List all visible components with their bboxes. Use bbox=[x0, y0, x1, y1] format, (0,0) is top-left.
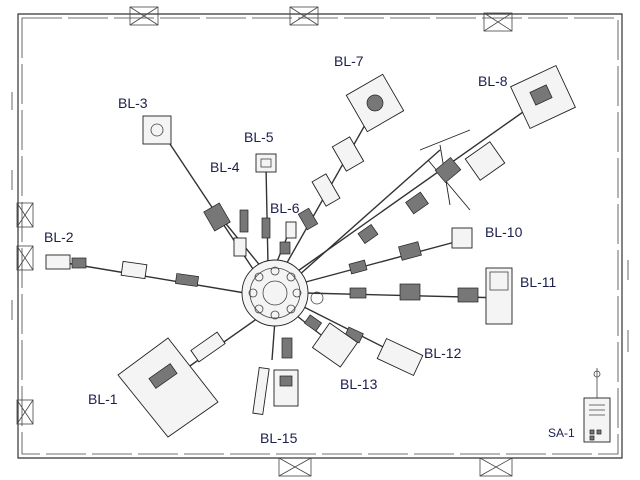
label-bl-2: BL-2 bbox=[44, 229, 74, 245]
label-bl-11: BL-11 bbox=[520, 274, 557, 290]
bl-6-equipment bbox=[279, 221, 297, 255]
storage-ring bbox=[241, 259, 324, 327]
bl-11-equipment bbox=[349, 267, 513, 325]
label-bl-12: BL-12 bbox=[424, 345, 462, 361]
column-left-lower bbox=[16, 399, 34, 425]
beamline-equipment bbox=[45, 64, 576, 438]
label-bl-5: BL-5 bbox=[244, 129, 274, 145]
beam-bl-9 bbox=[297, 149, 441, 277]
bl-2-equipment bbox=[45, 254, 199, 287]
column-bottom-right bbox=[479, 457, 513, 477]
column-top-mid bbox=[289, 6, 319, 26]
label-bl-13: BL-13 bbox=[340, 376, 378, 392]
column-top-right bbox=[483, 12, 513, 32]
column-left-mid bbox=[16, 245, 34, 271]
column-left-upper bbox=[16, 202, 34, 228]
label-bl-15: BL-15 bbox=[260, 430, 298, 446]
beam-bl-8 bbox=[294, 99, 541, 274]
label-sa-1: SA-1 bbox=[548, 426, 575, 440]
label-bl-6: BL-6 bbox=[270, 200, 300, 216]
building-wall bbox=[11, 13, 629, 459]
label-bl-10: BL-10 bbox=[485, 224, 523, 240]
sa-1-station bbox=[583, 368, 611, 443]
bl-3-equipment bbox=[142, 115, 231, 232]
beam-bl-10 bbox=[301, 237, 471, 284]
bl-4-equipment bbox=[233, 209, 249, 257]
column-bottom-mid bbox=[278, 457, 312, 477]
bl-8-equipment bbox=[357, 64, 576, 244]
bl-1-hutch bbox=[117, 331, 226, 438]
beam-bl-5 bbox=[265, 165, 269, 266]
bl-13-equipment bbox=[303, 314, 359, 368]
label-bl-3: BL-3 bbox=[118, 95, 148, 111]
label-bl-8: BL-8 bbox=[478, 73, 508, 89]
column-markers bbox=[16, 6, 513, 477]
label-bl-4: BL-4 bbox=[210, 159, 240, 175]
label-bl-1: BL-1 bbox=[88, 391, 118, 407]
beamline-labels: BL-1 BL-2 BL-3 BL-4 BL-5 BL-6 BL-7 BL-8 … bbox=[44, 53, 575, 446]
beam-bl-15 bbox=[271, 319, 276, 361]
bl-9-equipment bbox=[419, 129, 471, 211]
beam-bl-2 bbox=[59, 261, 246, 294]
bl-15-equipment bbox=[252, 337, 299, 415]
bl-12-equipment bbox=[344, 326, 424, 377]
bl-7-equipment bbox=[297, 73, 405, 231]
bl-5-equipment bbox=[255, 153, 277, 239]
label-bl-7: BL-7 bbox=[334, 53, 364, 69]
column-top-left bbox=[129, 6, 159, 26]
bl-10-equipment bbox=[348, 227, 473, 275]
